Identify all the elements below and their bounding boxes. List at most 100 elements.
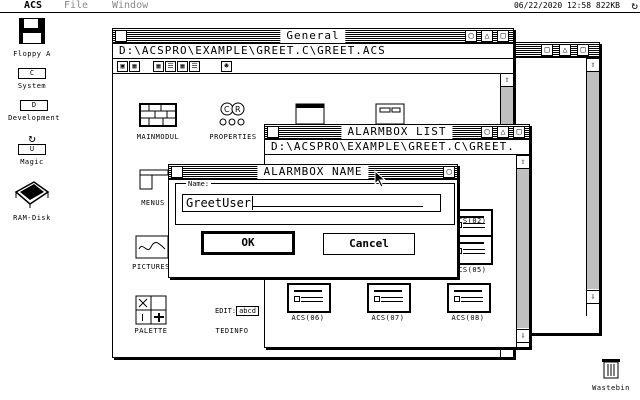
- grid-icon[interactable]: ▦: [177, 61, 188, 72]
- desktop-icon-ramdisk[interactable]: RAM-Disk: [6, 178, 58, 222]
- desktop-icon-magic[interactable]: ↻ U Magic: [6, 132, 58, 166]
- scroll-down-icon[interactable]: ⇩: [587, 290, 599, 304]
- palette-icon[interactable]: I: [135, 295, 167, 325]
- desktop-icon-label: Magic: [20, 158, 44, 166]
- ram-chip-icon: [14, 181, 50, 208]
- status-memory: 822KB: [595, 1, 620, 10]
- window-cycle-icon[interactable]: ▢: [443, 166, 455, 178]
- alarmbox-item-label: ACS(05): [453, 266, 487, 274]
- pictures-icon[interactable]: [135, 235, 169, 259]
- input-underline: [253, 196, 424, 207]
- alarmbox-item-label: ACS(08): [451, 314, 485, 322]
- name-input-value: GreetUser: [186, 196, 252, 210]
- window-full-icon[interactable]: □: [497, 30, 509, 42]
- dialog-titlebar[interactable]: ALARMBOX NAME ▢: [169, 165, 457, 180]
- desktop-icon-label: RAM-Disk: [13, 214, 51, 222]
- grid-icon[interactable]: ▦: [153, 61, 164, 72]
- smiley-icon[interactable]: ☻: [221, 61, 232, 72]
- window-cycle-icon[interactable]: ▢: [465, 30, 477, 42]
- mainmodul-icon[interactable]: [139, 103, 177, 129]
- tedinfo-icon[interactable]: EDIT:abcd: [215, 306, 259, 316]
- general-window-toolbar: ▣ ▦ ▦ ☰ ▦ ☰ ☻: [113, 59, 513, 74]
- properties-icon[interactable]: C R: [217, 101, 247, 129]
- window-full-icon[interactable]: □: [513, 126, 525, 138]
- alarmbox-window-titlebar[interactable]: ALARMBOX LIST ▢ △ □: [265, 125, 529, 140]
- menu-window[interactable]: Window: [112, 0, 149, 11]
- name-input[interactable]: GreetUser: [182, 194, 441, 212]
- drive-icon: D: [20, 100, 48, 111]
- scroll-track[interactable]: [587, 71, 599, 289]
- item-label: PICTURES: [132, 263, 170, 271]
- status-clock: 06/22/2020 12:58 822KB: [514, 0, 620, 12]
- item-label: PROPERTIES: [209, 133, 257, 141]
- desktop-icon-label: Floppy A: [13, 50, 51, 58]
- menu-app[interactable]: ACS: [24, 0, 43, 11]
- desktop-icon-label: Wastebin: [592, 384, 630, 392]
- item-label: PALETTE: [134, 327, 168, 335]
- save-icon[interactable]: ▣: [117, 61, 128, 72]
- list-icon[interactable]: ☰: [165, 61, 176, 72]
- window-close-icon[interactable]: [115, 30, 127, 42]
- drive-icon: C: [18, 68, 46, 79]
- dialog-title: ALARMBOX NAME: [257, 165, 369, 179]
- menu-bar: ACS File Window 06/22/2020 12:58 822KB ↻: [0, 0, 640, 13]
- ok-button[interactable]: OK: [201, 231, 295, 255]
- alarmbox-item-label: ACS(06): [291, 314, 325, 322]
- alarmbox-item-label: ACS(02): [453, 217, 487, 225]
- desktop-icon-label: Development: [8, 114, 60, 122]
- grid-icon[interactable]: ▦: [129, 61, 140, 72]
- list-icon[interactable]: ☰: [189, 61, 200, 72]
- window-icon[interactable]: [295, 103, 325, 125]
- alarmbox-name-dialog[interactable]: ALARMBOX NAME ▢ Name: GreetUser OK Cance…: [168, 164, 458, 278]
- menu-file[interactable]: File: [64, 0, 89, 11]
- scroll-up-icon[interactable]: ⇧: [587, 58, 599, 72]
- window-fuller-icon[interactable]: □: [541, 44, 553, 56]
- floppy-icon: [19, 18, 45, 44]
- window-iconify-icon[interactable]: △: [481, 30, 493, 42]
- status-date: 06/22/2020: [513, 1, 563, 10]
- svg-text:R: R: [235, 105, 241, 114]
- window-iconify-icon[interactable]: △: [497, 126, 509, 138]
- mouse-pointer-icon: [374, 170, 387, 188]
- wastebin-icon: [602, 359, 620, 379]
- cancel-button[interactable]: Cancel: [323, 233, 415, 255]
- scroll-up-icon[interactable]: ⇧: [517, 155, 529, 169]
- window-close-icon[interactable]: [267, 126, 279, 138]
- desktop-icon-label: System: [17, 82, 47, 90]
- scroll-down-icon[interactable]: ⇩: [517, 329, 529, 343]
- status-time: 12:58: [566, 1, 592, 10]
- desktop-icon-development[interactable]: D Development: [2, 100, 66, 122]
- window-iconify-icon[interactable]: △: [559, 44, 571, 56]
- edit-label: EDIT:: [215, 307, 237, 315]
- item-label: MAINMODUL: [136, 133, 180, 141]
- menus-icon[interactable]: [139, 169, 169, 191]
- desktop-icon-wastebin[interactable]: Wastebin: [588, 356, 634, 392]
- scroll-track[interactable]: [517, 168, 529, 328]
- sync-icon[interactable]: ↻: [631, 0, 638, 12]
- background-window-scrollbar[interactable]: ⇧ ⇩: [586, 58, 599, 316]
- svg-text:I: I: [141, 313, 144, 324]
- desktop-icon-system[interactable]: C System: [6, 68, 58, 90]
- background-window-titlebar[interactable]: □ △ □: [513, 43, 599, 58]
- general-window-titlebar[interactable]: General ▢ △ □: [113, 29, 513, 44]
- svg-text:C: C: [224, 105, 230, 114]
- edit-value: abcd: [236, 306, 259, 316]
- name-label: Name:: [186, 180, 212, 188]
- general-window-title: General: [280, 29, 346, 43]
- window-close-icon[interactable]: [171, 166, 183, 178]
- alarmbox-window-path: D:\ACSPRO\EXAMPLE\GREET.C\GREET.: [265, 140, 529, 155]
- desktop-icon-floppy[interactable]: Floppy A: [6, 16, 58, 58]
- item-label: MENUS: [141, 199, 165, 207]
- window-full-icon[interactable]: □: [577, 44, 589, 56]
- sync-icon: ↻: [28, 131, 36, 145]
- scroll-up-icon[interactable]: ⇧: [501, 73, 513, 87]
- dialog-icon[interactable]: [375, 103, 405, 125]
- drive-icon: U: [18, 144, 46, 155]
- alarmbox-item[interactable]: [447, 283, 491, 313]
- alarmbox-item[interactable]: [367, 283, 411, 313]
- window-cycle-icon[interactable]: ▢: [481, 126, 493, 138]
- alarmbox-item-label: ACS(07): [371, 314, 405, 322]
- name-group: Name: GreetUser: [175, 180, 455, 225]
- alarmbox-window-scrollbar[interactable]: ⇧ ⇩: [516, 155, 529, 347]
- alarmbox-item[interactable]: [287, 283, 331, 313]
